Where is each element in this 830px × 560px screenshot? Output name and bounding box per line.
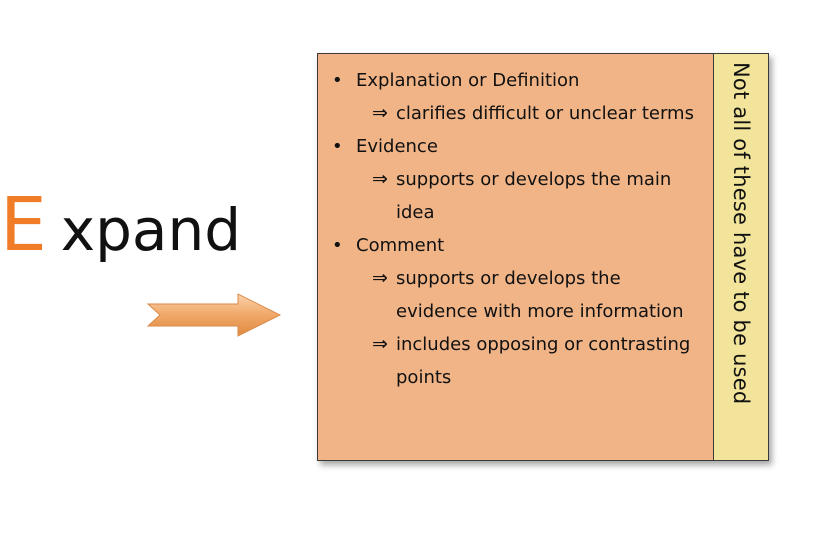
implies-icon: ⇒ xyxy=(372,333,388,355)
heading-initial: E xyxy=(0,182,47,268)
card-content: • Explanation or Definition ⇒ clarifies … xyxy=(318,54,714,460)
bullet-label: Explanation or Definition xyxy=(356,70,580,91)
sub-item: ⇒ supports or develops the main idea xyxy=(372,163,703,229)
sub-text: supports or develops the evidence with m… xyxy=(396,268,684,322)
sub-text: clarifies difficult or unclear terms xyxy=(396,103,694,124)
bullet-dot: • xyxy=(332,136,343,157)
bullet-dot: • xyxy=(332,70,343,91)
bullet-item: • Evidence xyxy=(330,130,703,163)
sub-item: ⇒ clarifies difficult or unclear terms xyxy=(372,97,703,130)
implies-icon: ⇒ xyxy=(372,102,388,124)
right-arrow-icon xyxy=(146,293,282,337)
side-note-panel: Not all of these have to be used xyxy=(714,54,768,460)
implies-icon: ⇒ xyxy=(372,267,388,289)
implies-icon: ⇒ xyxy=(372,168,388,190)
sub-text: includes opposing or contrasting points xyxy=(396,334,691,388)
bullet-label: Evidence xyxy=(356,136,438,157)
bullet-item: • Comment xyxy=(330,229,703,262)
side-note: Not all of these have to be used xyxy=(729,62,753,405)
bullet-item: • Explanation or Definition xyxy=(330,64,703,97)
heading-rest: xpand xyxy=(60,196,242,264)
sub-text: supports or develops the main idea xyxy=(396,169,672,223)
expand-card: • Explanation or Definition ⇒ clarifies … xyxy=(317,53,769,461)
bullet-dot: • xyxy=(332,235,343,256)
sub-item: ⇒ supports or develops the evidence with… xyxy=(372,262,703,328)
bullet-label: Comment xyxy=(356,235,445,256)
sub-item: ⇒ includes opposing or contrasting point… xyxy=(372,328,703,394)
